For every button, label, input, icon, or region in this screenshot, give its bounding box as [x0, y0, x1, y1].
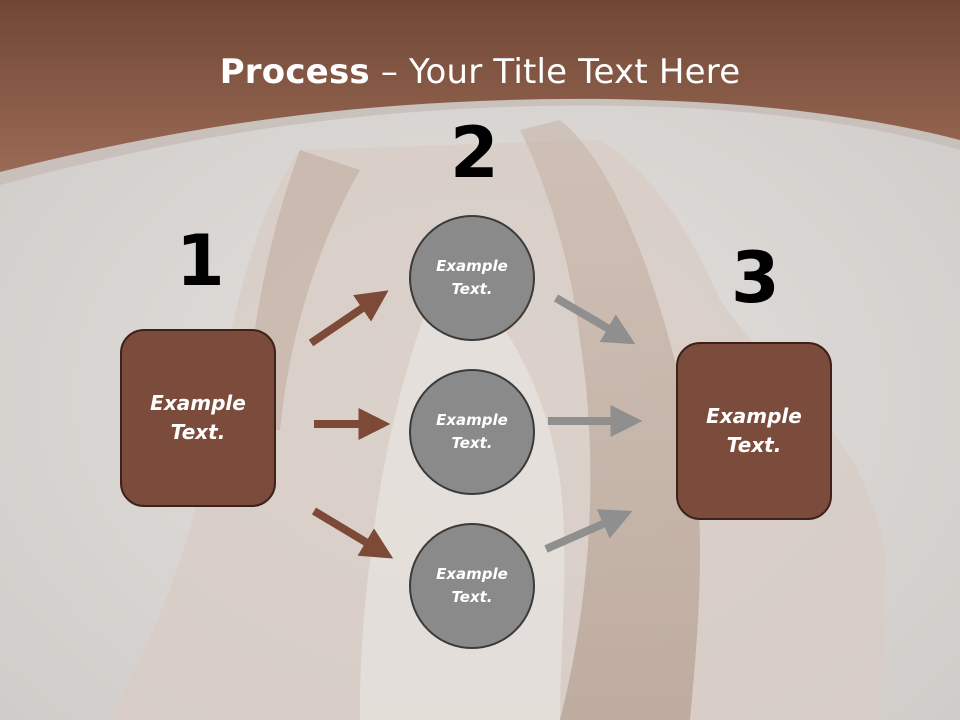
arrow-from-top-circle: [553, 294, 636, 345]
slide-title: Process – Your Title Text Here: [0, 52, 960, 92]
title-rest: – Your Title Text Here: [369, 52, 741, 92]
header-band: [0, 0, 960, 185]
arrow-to-bottom-circle: [311, 507, 394, 559]
step-1-box: Example Text.: [120, 329, 276, 507]
step-number-1: 1: [176, 220, 225, 302]
step-1-text: Example Text.: [150, 391, 246, 444]
step-2-circle-middle: Example Text.: [409, 369, 535, 495]
title-bold: Process: [219, 52, 370, 92]
circle-top-text: Example Text.: [436, 257, 508, 298]
arrow-from-bottom-circle: [544, 509, 633, 553]
arrow-to-top-circle: [308, 290, 389, 347]
circle-middle-text: Example Text.: [436, 411, 508, 452]
step-3-box: Example Text.: [676, 342, 832, 520]
step-number-3: 3: [731, 237, 780, 319]
step-number-2: 2: [450, 112, 499, 194]
step-2-circle-top: Example Text.: [409, 215, 535, 341]
step-3-text: Example Text.: [706, 404, 802, 457]
circle-bottom-text: Example Text.: [436, 565, 508, 606]
step-2-circle-bottom: Example Text.: [409, 523, 535, 649]
